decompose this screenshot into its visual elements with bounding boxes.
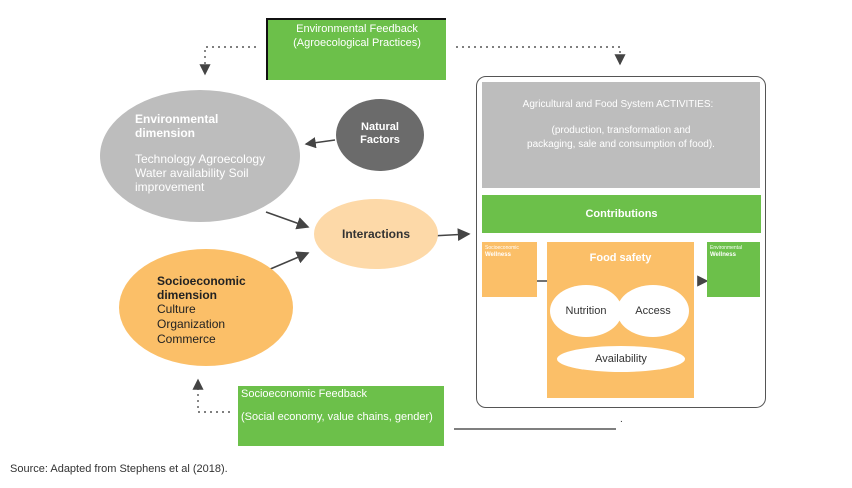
socioeconomic-feedback-title: Socioeconomic Feedback [241, 388, 367, 400]
soc-feedback-connector [192, 378, 230, 413]
socioeconomic-wellness-box: Socioeconomic Wellness [482, 242, 537, 297]
env-feedback-left-connector [199, 46, 256, 76]
nutrition-label: Nutrition [565, 305, 607, 317]
environmental-wellness-box: Environmental Wellness [707, 242, 760, 297]
socioeconomic-item: Organization [157, 317, 226, 331]
socioeconomic-dimension-title-1: Socioeconomic [157, 274, 246, 288]
natural-factors-line1: Natural [361, 121, 399, 133]
environmental-dimension-body: Technology Agroecology Water availabilit… [135, 152, 266, 194]
natural-factors-arrow [304, 137, 336, 149]
environmental-feedback-title: Environmental Feedback [296, 23, 418, 35]
environmental-feedback-box: Environmental Feedback (Agroecological P… [266, 18, 446, 80]
activities-box: Agricultural and Food System ACTIVITIES:… [482, 82, 760, 188]
availability-label: Availability [595, 353, 647, 365]
socioeconomic-wellness-line1: Socioeconomic [485, 245, 519, 251]
nutrition-ellipse: Nutrition [550, 285, 622, 337]
env-to-interactions-arrow [265, 211, 310, 230]
trailing-mark: . [620, 414, 623, 425]
environmental-dimension-title-2: dimension [135, 126, 196, 140]
source-caption: Source: Adapted from Stephens et al (201… [10, 463, 228, 475]
environmental-wellness-line2: Wellness [710, 252, 736, 258]
activities-line3: packaging, sale and consumption of food)… [527, 139, 715, 150]
contributions-label: Contributions [585, 208, 658, 220]
access-ellipse: Access [617, 285, 689, 337]
socioeconomic-item: Culture [157, 302, 196, 316]
socioeconomic-feedback-subtitle: (Social economy, value chains, gender) [241, 411, 433, 423]
environmental-feedback-subtitle: (Agroecological Practices) [293, 37, 421, 49]
activities-line1: Agricultural and Food System ACTIVITIES: [522, 99, 714, 110]
contributions-bar: Contributions [482, 195, 761, 233]
env-feedback-right-connector [456, 46, 626, 66]
access-label: Access [635, 305, 671, 317]
environmental-dimension-title-1: Environmental [135, 112, 219, 126]
socioeconomic-feedback-box: Socioeconomic Feedback (Social economy, … [238, 386, 444, 446]
food-safety-title: Food safety [589, 252, 652, 264]
natural-factors-line2: Factors [360, 134, 400, 146]
environmental-dimension-ellipse: Environmental dimension Technology Agroe… [100, 90, 300, 222]
activities-line2: (production, transformation and [551, 125, 691, 136]
socioeconomic-item: Commerce [157, 332, 216, 346]
interactions-ellipse: Interactions [314, 199, 438, 269]
natural-factors-ellipse: Natural Factors [336, 99, 424, 171]
availability-ellipse: Availability [557, 346, 685, 372]
socioeconomic-dimension-title-2: dimension [157, 288, 218, 302]
interactions-label: Interactions [341, 227, 410, 241]
environmental-wellness-line1: Environmental [710, 245, 742, 251]
food-system-frame [476, 76, 766, 408]
socioeconomic-dimension-ellipse: Socioeconomic dimension Culture Organiza… [119, 249, 293, 366]
soc-to-interactions-arrow [267, 251, 310, 271]
socioeconomic-wellness-line2: Wellness [485, 252, 511, 258]
